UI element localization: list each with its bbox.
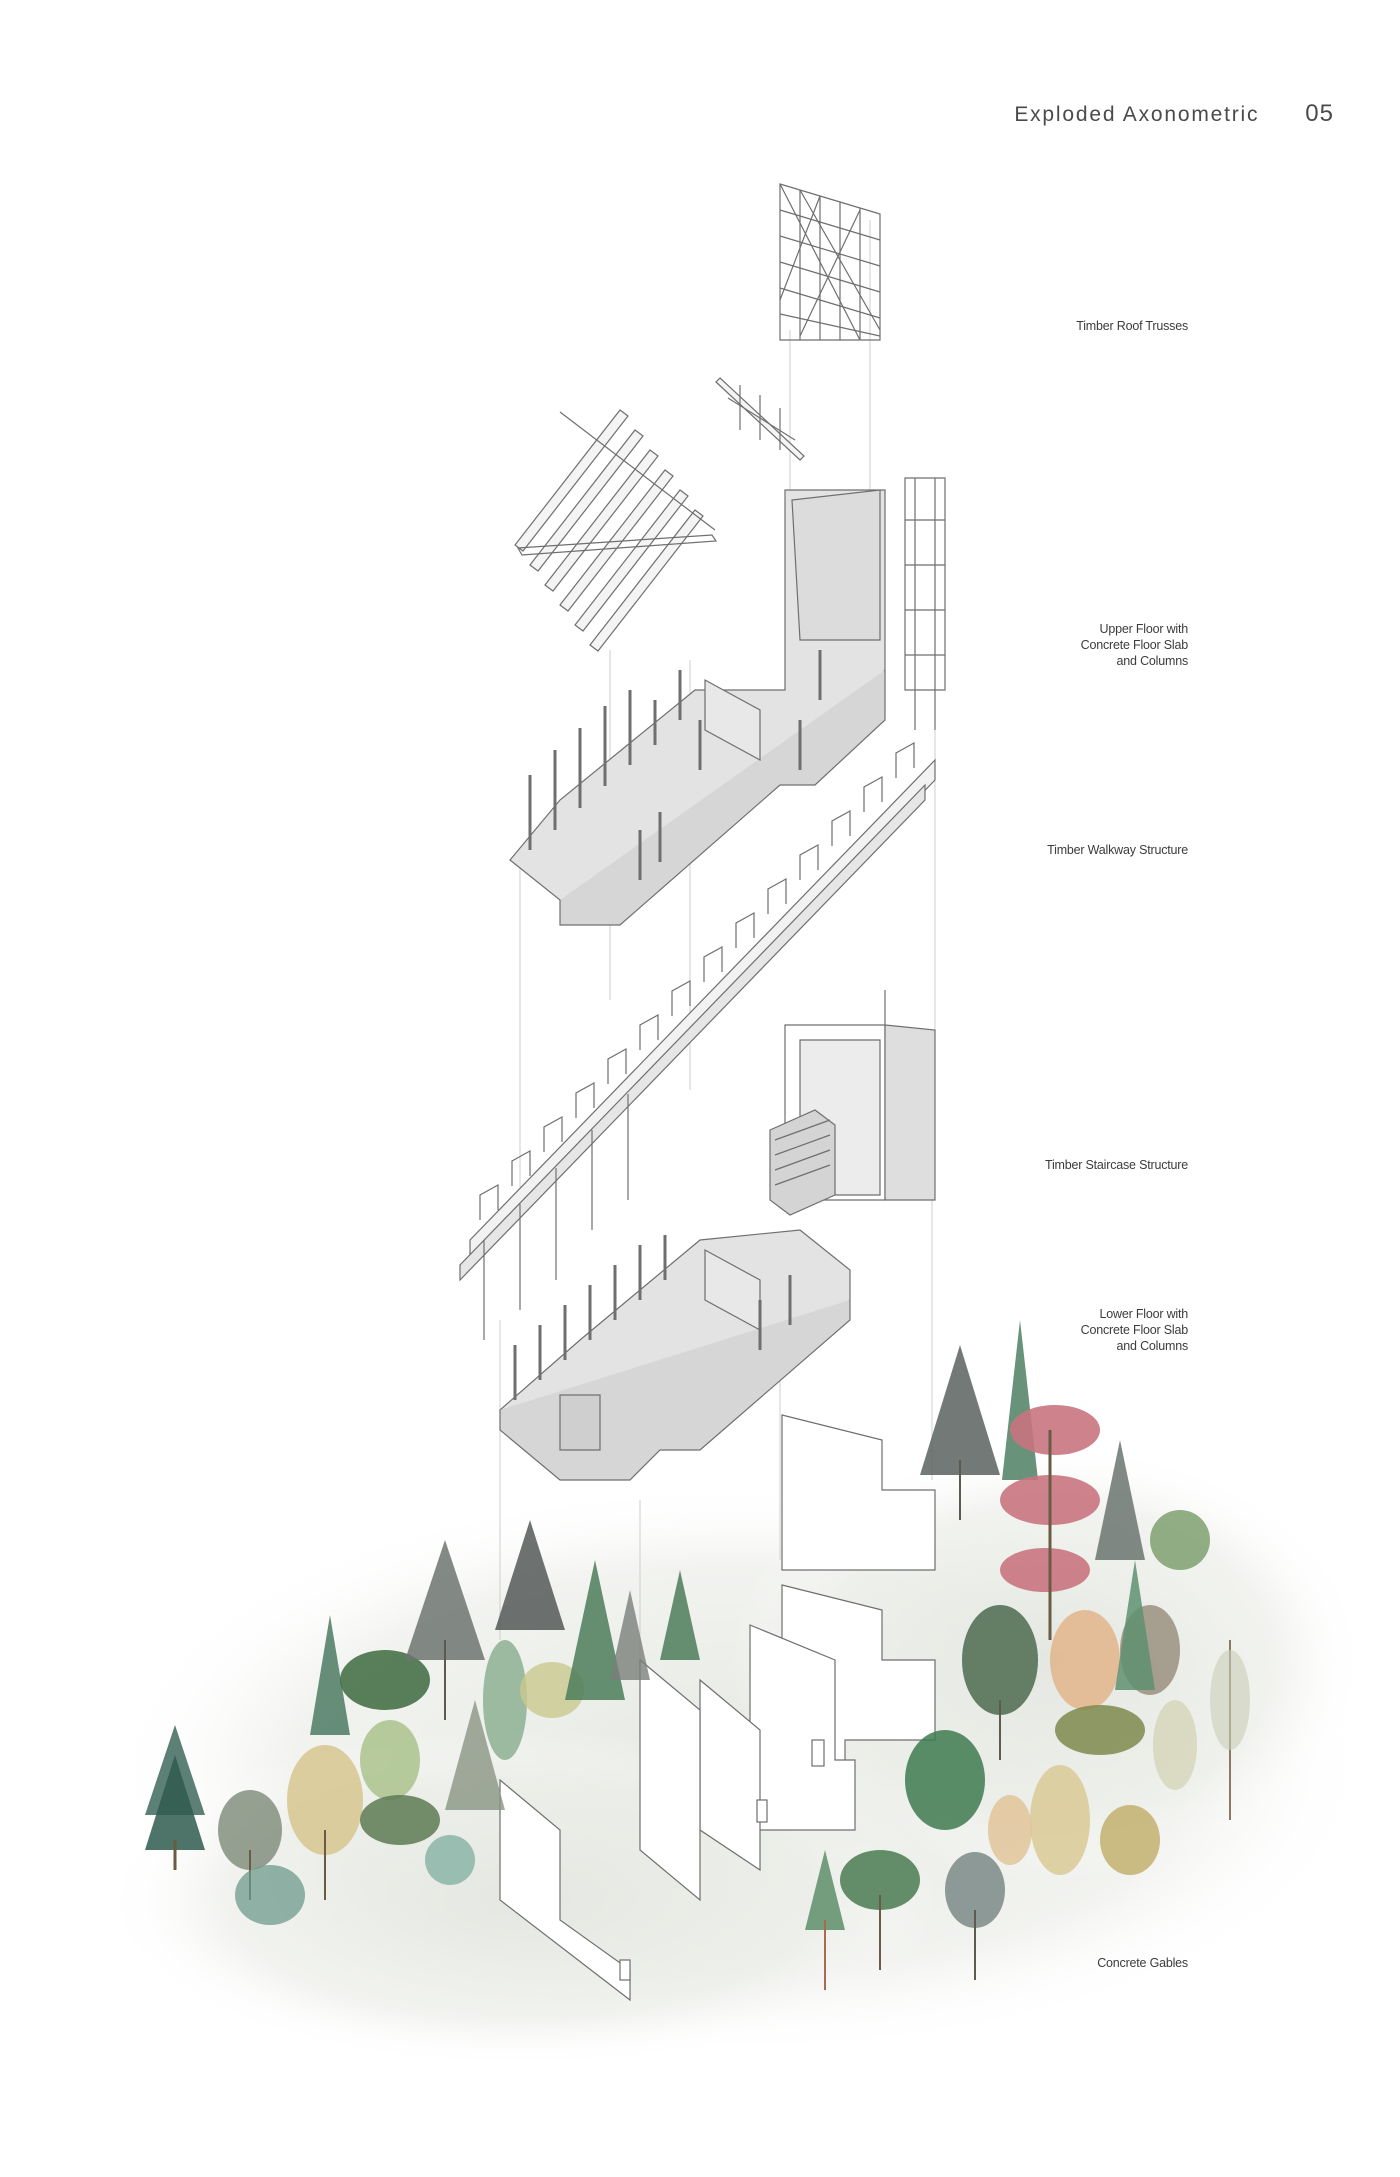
- timber-staircase-structure: [769, 990, 936, 1216]
- upper-floor-slab: [509, 489, 886, 926]
- label-timber-roof-trusses: Timber Roof Trusses: [1076, 319, 1188, 333]
- label-lower-floor: Lower Floor with Concrete Floor Slab and…: [1080, 1307, 1189, 1353]
- timber-roof-trusses: [779, 183, 881, 341]
- label-timber-staircase-structure: Timber Staircase Structure: [1045, 1158, 1188, 1172]
- timber-walkway-structure: [459, 477, 946, 1340]
- trees-right: [805, 1320, 1250, 1990]
- page-title: Exploded Axonometric: [1014, 103, 1260, 126]
- trees-left: [145, 1520, 700, 1925]
- lower-floor-slab: [499, 1229, 851, 1481]
- page-number: 05: [1305, 100, 1334, 127]
- walkway-frames: [479, 741, 915, 1220]
- concrete-gables: [499, 1414, 936, 2002]
- upper-roof-beams: [514, 377, 805, 652]
- label-upper-floor: Upper Floor with Concrete Floor Slab and…: [1080, 622, 1189, 668]
- label-timber-walkway-structure: Timber Walkway Structure: [1047, 843, 1188, 857]
- label-concrete-gables: Concrete Gables: [1097, 1956, 1188, 1970]
- page-header: Exploded Axonometric 05: [1014, 100, 1334, 128]
